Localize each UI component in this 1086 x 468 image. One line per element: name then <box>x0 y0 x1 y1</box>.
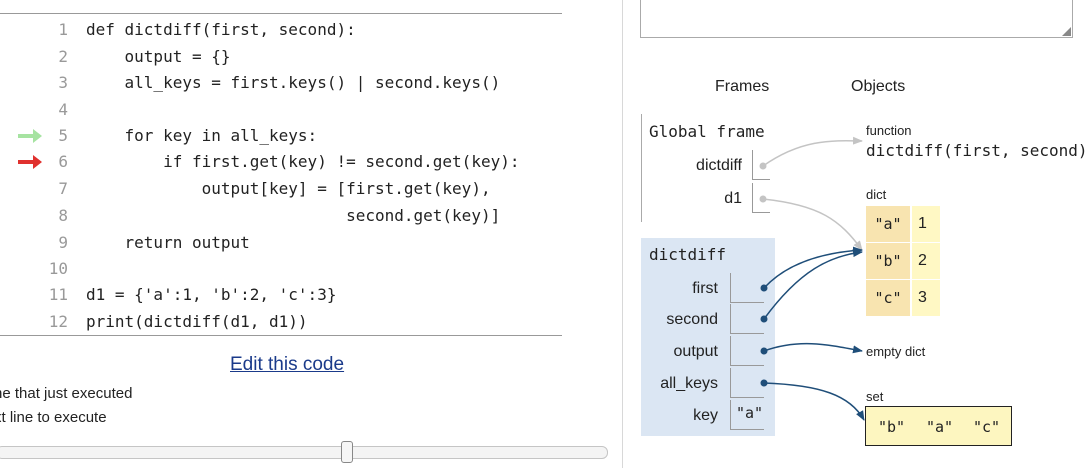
line-number: 7 <box>58 179 68 198</box>
dict-object-label: dict <box>866 187 887 202</box>
code-line: 1 def dictdiff(first, second): <box>0 17 600 43</box>
code-bottom-rule <box>0 335 562 336</box>
line-code: return output <box>86 233 250 252</box>
line-number: 8 <box>58 206 68 225</box>
line-number: 1 <box>58 20 68 39</box>
code-line: 4 <box>0 97 600 123</box>
program-output-box[interactable] <box>640 0 1073 38</box>
dict-key: "b" <box>866 243 910 279</box>
line-number: 5 <box>58 126 68 145</box>
objects-heading: Objects <box>851 78 906 95</box>
line-number: 11 <box>48 285 68 304</box>
frame-var-output: output <box>673 343 718 360</box>
pointer-all-keys-to-set <box>763 382 865 421</box>
line-number: 4 <box>58 100 68 119</box>
set-object: "b" "a" "c" <box>865 406 1012 446</box>
line-code: output = {} <box>86 47 231 66</box>
code-line: 9 return output <box>0 230 600 256</box>
code-line: 5 for key in all_keys: <box>0 123 600 149</box>
global-frame <box>641 114 772 222</box>
line-code: if first.get(key) != second.get(key): <box>86 152 520 171</box>
step-slider-handle[interactable] <box>341 441 353 463</box>
step-slider-track[interactable] <box>0 446 608 459</box>
dict-value: 1 <box>912 206 940 242</box>
set-item: "b" <box>878 418 906 436</box>
function-object-label: function <box>866 123 912 138</box>
frame-var-key: key <box>693 407 718 424</box>
dict-key: "c" <box>866 280 910 316</box>
pointer-first-to-dict <box>763 246 863 289</box>
line-number: 10 <box>48 259 68 278</box>
code-panel: 1 def dictdiff(first, second): 2 output … <box>0 13 608 463</box>
global-var-dictdiff: dictdiff <box>696 157 742 174</box>
global-var-d1: d1 <box>724 190 742 207</box>
line-number: 9 <box>58 233 68 252</box>
frame-var-second-cell <box>730 304 764 334</box>
frame-var-first-cell <box>730 273 764 303</box>
dictdiff-frame-title: dictdiff <box>649 245 727 264</box>
set-object-label: set <box>866 389 884 404</box>
line-code: second.get(key)] <box>86 206 501 225</box>
legend-just-executed: ne that just executed <box>0 385 133 402</box>
line-number: 3 <box>58 73 68 92</box>
pointer-second-to-dict <box>763 249 863 320</box>
set-item: "a" <box>926 418 954 436</box>
pointer-dictdiff-to-function <box>762 136 863 167</box>
resize-grip-icon[interactable] <box>1062 27 1071 36</box>
code-line: 3 all_keys = first.keys() | second.keys(… <box>0 70 600 96</box>
function-object-signature: dictdiff(first, second) <box>866 141 1086 160</box>
line-code: def dictdiff(first, second): <box>86 20 356 39</box>
global-frame-title: Global frame <box>649 122 765 141</box>
line-code: all_keys = first.keys() | second.keys() <box>86 73 501 92</box>
frame-var-all-keys-cell <box>730 368 764 398</box>
panel-divider <box>622 0 623 468</box>
set-item: "c" <box>973 418 1001 436</box>
just-executed-arrow-icon <box>18 129 42 143</box>
line-code: print(dictdiff(d1, d1)) <box>86 312 308 331</box>
code-line: 7 output[key] = [first.get(key), <box>0 176 600 202</box>
line-code: d1 = {'a':1, 'b':2, 'c':3} <box>86 285 337 304</box>
frame-var-all-keys: all_keys <box>660 375 718 392</box>
code-line: 8 second.get(key)] <box>0 203 600 229</box>
legend-next-line: xt line to execute <box>0 409 107 426</box>
frame-var-first: first <box>692 280 718 297</box>
dict-key: "a" <box>866 206 910 242</box>
code-line: 12 print(dictdiff(d1, d1)) <box>0 309 600 335</box>
empty-dict-label: empty dict <box>866 344 926 359</box>
frames-heading: Frames <box>715 78 770 95</box>
code-top-rule <box>0 13 562 14</box>
edit-code-link[interactable]: Edit this code <box>230 354 345 375</box>
code-line: 6 if first.get(key) != second.get(key): <box>0 149 600 175</box>
global-var-dictdiff-cell <box>752 150 770 180</box>
frame-var-key-cell: "a" <box>730 400 764 430</box>
pointer-d1-to-dict <box>762 198 863 251</box>
pointer-output-to-empty-dict <box>763 342 863 354</box>
line-number: 6 <box>58 152 68 171</box>
dict-value: 3 <box>912 280 940 316</box>
next-line-arrow-icon <box>18 155 42 169</box>
line-number: 2 <box>58 47 68 66</box>
dictdiff-frame <box>641 238 775 436</box>
line-code: for key in all_keys: <box>86 126 318 145</box>
code-line: 2 output = {} <box>0 44 600 70</box>
code-line: 11 d1 = {'a':1, 'b':2, 'c':3} <box>0 282 600 308</box>
code-line: 10 <box>0 256 600 282</box>
frame-var-second: second <box>666 311 718 328</box>
frame-var-output-cell <box>730 336 764 366</box>
global-var-d1-cell <box>752 183 770 213</box>
dict-value: 2 <box>912 243 940 279</box>
line-number: 12 <box>48 312 68 331</box>
frame-var-key-value: "a" <box>736 404 764 422</box>
line-code: output[key] = [first.get(key), <box>86 179 491 198</box>
